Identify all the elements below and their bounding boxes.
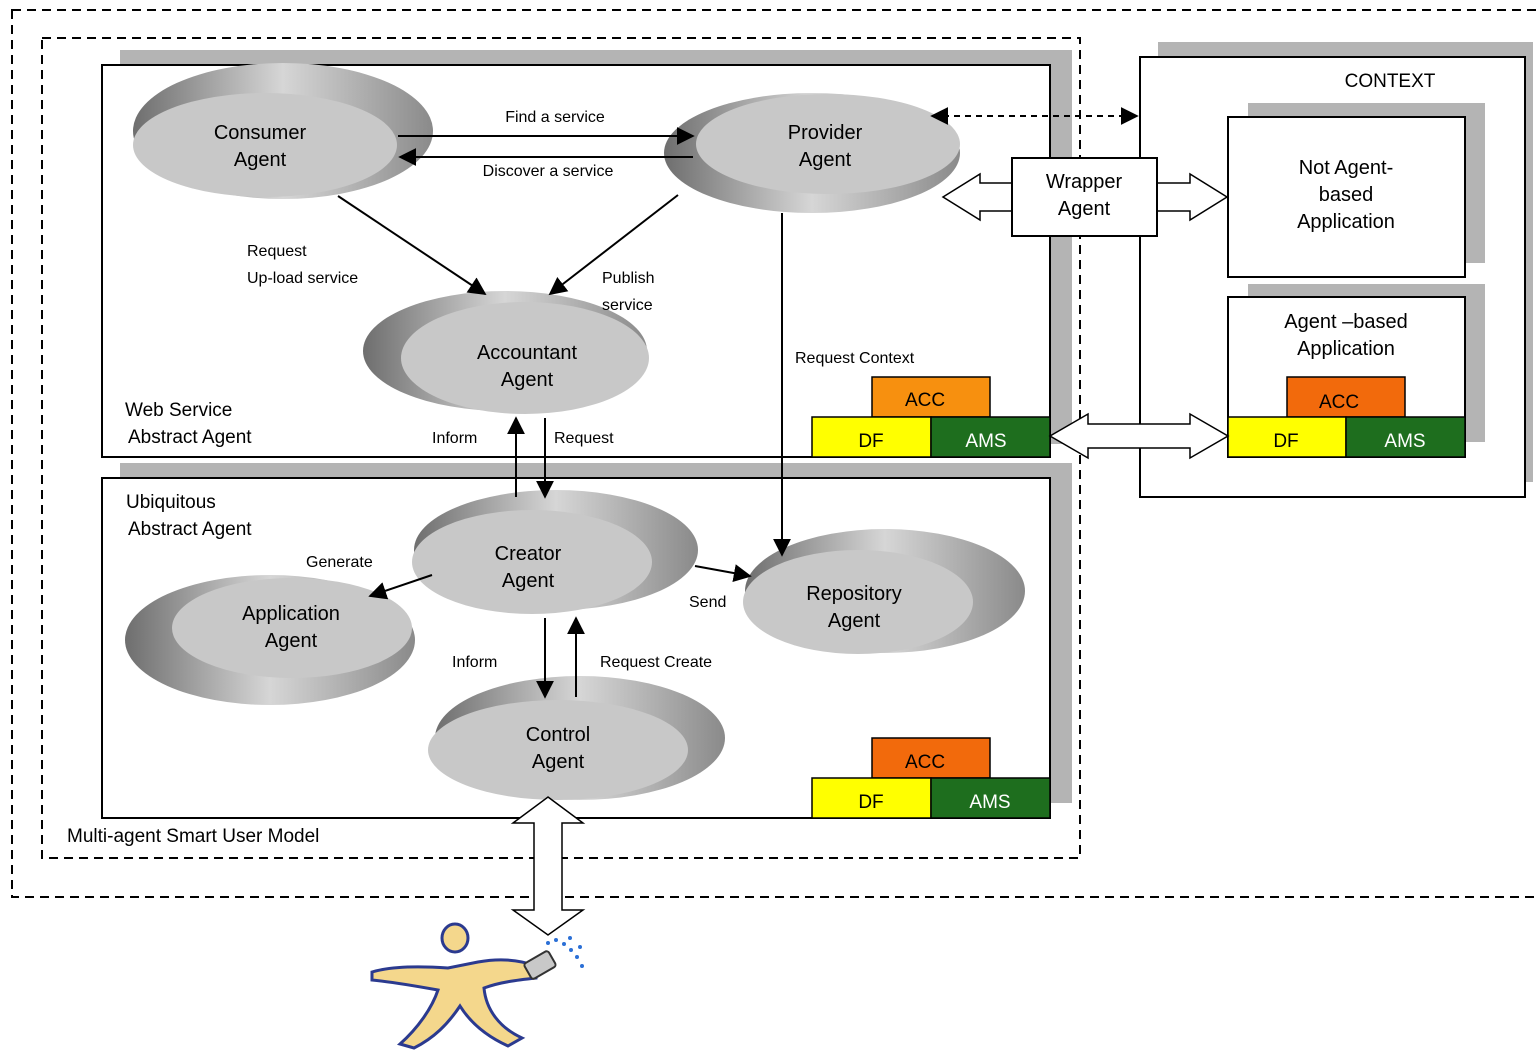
df-label-ctx: DF bbox=[1273, 431, 1298, 452]
ubiquitous-label-line1: Ubiquitous bbox=[126, 492, 216, 513]
edge-label-generate: Generate bbox=[306, 554, 373, 571]
not-agent-app-line3: Application bbox=[1297, 211, 1395, 233]
web-service-label-line2: Abstract Agent bbox=[128, 427, 252, 448]
agent-app-line2: Application bbox=[1297, 338, 1395, 360]
edge-upload-service bbox=[337, 195, 487, 295]
edge-publish-service bbox=[548, 194, 679, 296]
consumer-agent-line2: Agent bbox=[234, 149, 287, 171]
web-service-label-line1: Web Service bbox=[125, 400, 232, 421]
edge-send bbox=[694, 564, 752, 582]
context-title: CONTEXT bbox=[1345, 71, 1436, 92]
provider-agent-line1: Provider bbox=[788, 122, 863, 144]
creator-agent-line2: Agent bbox=[502, 570, 555, 592]
consumer-agent-node bbox=[133, 63, 433, 199]
df-block-ctx bbox=[1227, 416, 1347, 458]
consumer-agent-line1: Consumer bbox=[214, 122, 307, 144]
accountant-agent-line1: Accountant bbox=[477, 342, 578, 364]
ams-block-ctx bbox=[1345, 416, 1466, 458]
edge-label-request-create: Request Create bbox=[600, 654, 712, 671]
wrapper-agent-line2: Agent bbox=[1058, 198, 1111, 220]
acc-label-ubiq: ACC bbox=[905, 752, 945, 773]
repository-agent-line1: Repository bbox=[806, 583, 902, 605]
edge-generate bbox=[368, 574, 433, 600]
ams-label-ubiq: AMS bbox=[969, 792, 1010, 813]
df-block-ubiq bbox=[811, 777, 932, 819]
ams-label-web: AMS bbox=[965, 431, 1006, 452]
edge-label-upload-service: Up-load service bbox=[247, 270, 358, 287]
edge-label-request: Request bbox=[247, 243, 307, 260]
acc-block-ctx bbox=[1286, 376, 1406, 418]
control-agent-line2: Agent bbox=[532, 751, 585, 773]
df-label-ubiq: DF bbox=[858, 792, 883, 813]
application-agent-line1: Application bbox=[242, 603, 340, 625]
acc-label-web: ACC bbox=[905, 390, 945, 411]
repository-agent-node bbox=[743, 529, 1025, 654]
edge-label-request-context: Request Context bbox=[795, 350, 915, 367]
provider-agent-line2: Agent bbox=[799, 149, 852, 171]
edge-label-inform-top: Inform bbox=[432, 430, 477, 447]
acc-block-web bbox=[871, 376, 991, 418]
outer-boundary bbox=[11, 9, 1539, 898]
accountant-agent-node bbox=[363, 291, 649, 414]
edge-label-discover-service: Discover a service bbox=[483, 163, 614, 180]
df-label-web: DF bbox=[858, 431, 883, 452]
creator-agent-node bbox=[412, 490, 698, 614]
ams-label-ctx: AMS bbox=[1384, 431, 1425, 452]
ams-block-ubiq bbox=[930, 777, 1051, 819]
agent-app-line1: Agent –based bbox=[1284, 311, 1407, 333]
platform-double-arrow bbox=[1048, 412, 1230, 460]
edge-label-find-service: Find a service bbox=[505, 109, 605, 126]
accountant-agent-line2: Agent bbox=[501, 369, 554, 391]
control-agent-node bbox=[428, 676, 725, 800]
wrapper-agent-box bbox=[1011, 157, 1158, 237]
ams-block-web bbox=[930, 416, 1051, 458]
wrapper-agent-line1: Wrapper bbox=[1046, 171, 1123, 193]
control-agent-line1: Control bbox=[526, 724, 590, 746]
edge-label-service: service bbox=[602, 297, 653, 314]
edge-label-send: Send bbox=[689, 594, 726, 611]
edge-label-publish: Publish bbox=[602, 270, 654, 287]
provider-agent-node bbox=[664, 93, 960, 213]
user-icon bbox=[370, 922, 584, 1050]
not-agent-app-line1: Not Agent- bbox=[1299, 157, 1394, 179]
ubiquitous-label-line2: Abstract Agent bbox=[128, 519, 252, 540]
repository-agent-line2: Agent bbox=[828, 610, 881, 632]
edge-label-inform-bottom: Inform bbox=[452, 654, 497, 671]
multi-agent-title: Multi-agent Smart User Model bbox=[67, 826, 319, 847]
not-agent-app-line2: based bbox=[1319, 184, 1374, 206]
application-agent-line2: Agent bbox=[265, 630, 318, 652]
acc-label-ctx: ACC bbox=[1319, 392, 1359, 413]
user-double-arrow bbox=[510, 796, 586, 936]
creator-agent-line1: Creator bbox=[495, 543, 562, 565]
edge-label-request-top: Request bbox=[554, 430, 614, 447]
application-agent-node bbox=[125, 575, 415, 705]
